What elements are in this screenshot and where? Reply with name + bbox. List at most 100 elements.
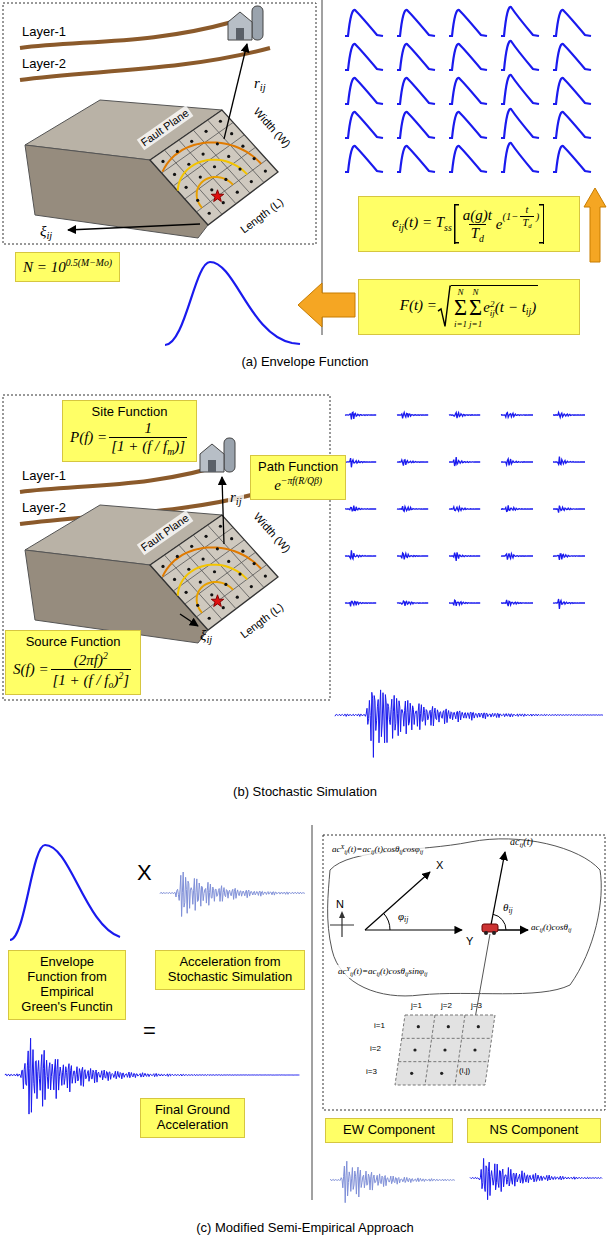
label-group: Layer-1 xyxy=(22,24,66,40)
label-group: i=2 xyxy=(370,1044,381,1054)
node-text: Acceleration from Stochastic Simulation xyxy=(168,954,292,984)
label-group: = xyxy=(143,1018,156,1044)
drawing-stroke xyxy=(449,10,487,36)
drawing-stroke xyxy=(345,146,383,172)
fraction: (2πf)2[1 + (f / fo)2] xyxy=(51,650,132,691)
label-text: Y xyxy=(347,965,351,972)
label-text: (t)cosθ xyxy=(374,844,399,854)
drawing-stroke xyxy=(484,931,488,935)
drawing-stroke xyxy=(501,109,539,138)
drawing-stroke xyxy=(213,570,216,573)
node-text: ) xyxy=(531,299,536,315)
super-sub: 2ij xyxy=(490,300,495,318)
drawing-stroke xyxy=(208,525,264,588)
label-group: Length (L) xyxy=(236,599,287,642)
label-group: rij xyxy=(228,488,244,509)
label-group: Layer-2 xyxy=(22,56,66,72)
label-text: Width (W) xyxy=(252,510,294,554)
drawing-stroke xyxy=(160,872,305,917)
caption-text: (c) Modified Semi-Empirical Approach xyxy=(196,1220,413,1235)
label-text: (t)cosθ xyxy=(543,922,568,932)
formula-box: Site FunctionP(f) =1[1 + (f / fm)] xyxy=(62,400,197,462)
label-text: r xyxy=(254,75,260,91)
drawing-stroke xyxy=(501,413,533,418)
formula-row: e−πf(R/Qβ) xyxy=(258,475,338,495)
formula-row: eij(t) = Tssa(g)tTde(1−tTd) xyxy=(366,204,572,244)
drawing-stroke xyxy=(250,180,253,183)
denominator: [1 + (f / fo)2] xyxy=(51,669,132,690)
drawing-stroke xyxy=(384,913,390,930)
label-text: ij xyxy=(404,915,408,924)
label-group: X xyxy=(436,859,443,872)
drawing-stroke xyxy=(397,601,428,606)
denominator: [1 + (f / fm)] xyxy=(109,437,187,457)
drawing-stroke xyxy=(501,75,539,104)
drawing-stroke xyxy=(345,506,376,511)
drawing-stroke xyxy=(241,145,244,148)
drawing-stroke xyxy=(176,555,179,558)
drawing-stroke xyxy=(397,506,428,511)
label-group: acij(t)cosθij xyxy=(531,922,571,933)
drawing-stroke xyxy=(417,1025,420,1028)
drawing-stroke xyxy=(222,606,225,609)
node-text: S(f) = xyxy=(13,661,49,677)
drawing-stroke xyxy=(397,413,428,419)
drawing-stroke xyxy=(440,1072,443,1075)
drawing-stroke xyxy=(179,545,236,609)
label-text: Layer-2 xyxy=(22,500,66,515)
node-text: T xyxy=(471,225,479,241)
label-group: (i,j) xyxy=(459,1066,470,1076)
label-text: φ xyxy=(398,910,404,922)
label-text: ij xyxy=(377,970,381,977)
node-text: Envelope Function from Empirical Green's… xyxy=(21,954,112,1014)
drawing-stroke xyxy=(10,845,120,940)
node-text: t xyxy=(526,204,529,215)
drawing-stroke xyxy=(473,1048,476,1051)
label-group: Layer-2 xyxy=(22,500,66,516)
drawing-stroke xyxy=(264,574,267,577)
radicand: NΣi=1NΣj=1e2ij(t − tij) xyxy=(451,285,538,329)
drawing-stroke xyxy=(553,112,591,138)
superscript: (1−tTd) xyxy=(503,204,540,230)
caption-text: (a) Envelope Function xyxy=(241,354,368,369)
node-text: (t) = T xyxy=(404,214,444,230)
node-text: e xyxy=(274,477,281,493)
drawing-stroke xyxy=(250,585,253,588)
label-text: = xyxy=(143,1018,156,1043)
drawing-stroke xyxy=(185,591,188,594)
drawing-stroke xyxy=(196,199,199,202)
node-text: (2πf) xyxy=(74,652,103,668)
drawing-stroke xyxy=(178,160,247,191)
node-text: [1 + (f / f xyxy=(53,672,109,688)
drawing-stroke xyxy=(199,175,202,178)
label-group: Width (W) xyxy=(249,509,294,557)
node-text: NS Component xyxy=(490,1122,579,1137)
drawing-stroke xyxy=(236,596,239,599)
numerator: t xyxy=(524,204,531,216)
node-text: [1 + (f / f xyxy=(111,438,167,454)
formula-box: F(t) =NΣi=1NΣj=1e2ij(t − tij) xyxy=(358,279,580,335)
sum-limits: NΣi=1 xyxy=(454,288,467,329)
formula-row: N = 100.5(M−Mo) xyxy=(23,257,112,277)
drawing-stroke xyxy=(501,41,539,70)
label-group: Width (W) xyxy=(249,104,294,152)
drawing-stroke xyxy=(5,7,603,1203)
node-text: ij xyxy=(399,222,404,233)
label-box: EW Component xyxy=(325,1118,453,1143)
label-text: j=3 xyxy=(471,1001,482,1010)
drawing-stroke xyxy=(224,178,227,181)
label-group: acij(t) xyxy=(510,836,533,849)
drawing-stroke xyxy=(447,1025,450,1028)
label-group: (b) Stochastic Simulation xyxy=(233,784,377,800)
drawing-stroke xyxy=(213,165,216,168)
drawing-stroke xyxy=(398,1015,491,1085)
node-text: 2 xyxy=(490,300,495,309)
label-group: i=3 xyxy=(366,1067,377,1077)
node-text: ) xyxy=(536,211,540,222)
drawing-stroke xyxy=(553,146,591,172)
formula-row: Path Function xyxy=(258,460,338,475)
label-text: ij xyxy=(371,848,375,855)
drawing-stroke xyxy=(190,545,193,548)
formula-row: P(f) =1[1 + (f / fm)] xyxy=(70,420,189,457)
